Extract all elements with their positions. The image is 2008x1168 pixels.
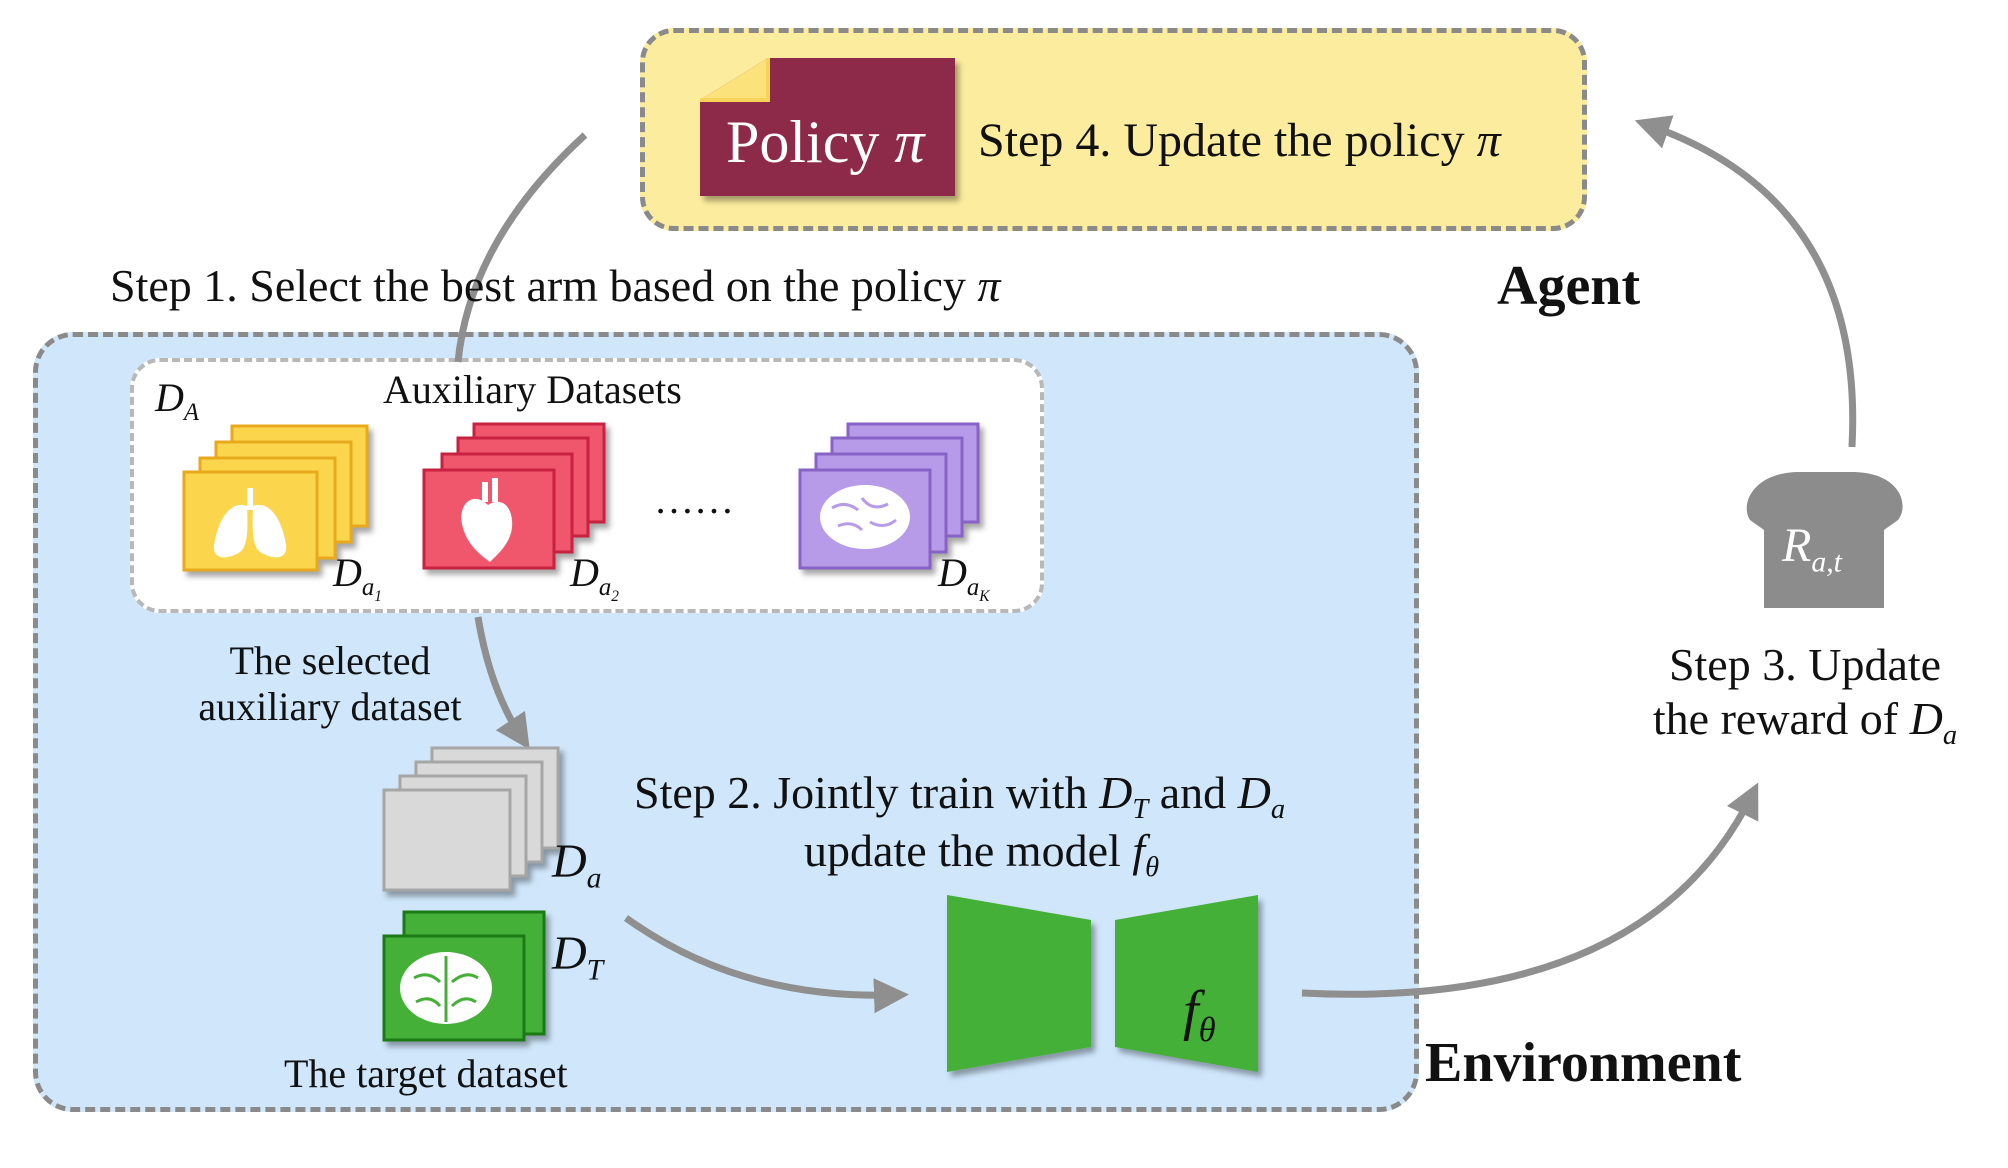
step2-line2: update the model fθ [804, 828, 1159, 883]
heart-dataset-stack [422, 422, 606, 570]
selected-d-symbol: D [552, 835, 587, 888]
dataset-a2-index: 2 [611, 587, 619, 605]
step3-label: Step 3. Update the reward of Da [1620, 638, 1990, 763]
policy-label-text: Policy [726, 109, 880, 175]
step2-dt-sub: T [1132, 794, 1149, 826]
dataset-a1-symbol: D [333, 550, 362, 595]
dataset-aK-symbol: D [938, 550, 967, 595]
dataset-all-sub: A [183, 399, 200, 426]
step2-dt-symbol: D [1099, 767, 1133, 818]
lungs-icon [213, 488, 287, 558]
dataset-a1-label: Da1 [333, 550, 382, 605]
model-decoder [1115, 895, 1258, 1072]
arrow-to-reward [1301, 782, 1759, 998]
arrow-to-model [623, 915, 909, 1014]
dataset-ellipsis: …… [654, 477, 734, 522]
selected-d-sub: a [586, 861, 602, 895]
step3-da-symbol: D [1909, 693, 1943, 744]
dataset-a1-index: 1 [374, 587, 382, 605]
step3-line2-wrap: the reward of Da [1620, 692, 1990, 763]
step3-line2: the reward of [1652, 693, 1899, 744]
step2-line2-text: update the model [804, 825, 1121, 876]
target-d-symbol: D [552, 927, 587, 980]
reward-sub: a,t [1811, 545, 1842, 579]
step2-da: Da [1237, 767, 1286, 824]
dataset-a2-sub: a [598, 574, 612, 601]
environment-label: Environment [1425, 1032, 1742, 1094]
dataset-a1-sub: a [361, 574, 375, 601]
reward-label: Ra,t [1782, 522, 1842, 577]
dataset-all-symbol: D [155, 375, 184, 420]
target-d-sub: T [586, 953, 604, 987]
step2-model: fθ [1132, 825, 1159, 882]
arrow-to-selected [474, 616, 530, 750]
step2-line1: Step 2. Jointly train with DT and Da [634, 770, 1285, 825]
step2-text: Step 2. Jointly train with [634, 767, 1088, 818]
dataset-all-label: DA [155, 378, 199, 426]
step2-and: and [1159, 767, 1227, 818]
dataset-aK-index: K [979, 587, 990, 605]
step3-da-sub: a [1942, 720, 1958, 752]
step1-pi-symbol: π [977, 260, 1001, 311]
policy-document-icon [700, 58, 955, 196]
step2-da-sub: a [1270, 794, 1286, 826]
step1-text: Step 1. Select the best arm based on the… [110, 260, 966, 311]
selected-caption-line1: The selected [229, 638, 431, 683]
dataset-aK-label: DaK [938, 550, 990, 605]
step3-line1: Step 3. Update [1668, 639, 1942, 690]
step2-model-sub: θ [1145, 852, 1160, 884]
selected-dataset-label: Da [552, 838, 602, 893]
auxiliary-datasets-title: Auxiliary Datasets [383, 367, 682, 412]
step4-pi-symbol: π [1476, 114, 1501, 167]
model-symbol: f [1183, 980, 1199, 1042]
selected-dataset-stack [382, 746, 560, 892]
heart-icon [461, 478, 513, 562]
policy-pi-symbol: π [894, 109, 925, 175]
step1-label: Step 1. Select the best arm based on the… [110, 263, 1000, 309]
step4-label: Step 4. Update the policy π [978, 117, 1501, 165]
dataset-a2-label: Da2 [570, 550, 619, 605]
step3-da: Da [1909, 693, 1958, 751]
dataset-a2-symbol: D [570, 550, 599, 595]
arrow-to-policy [1634, 115, 1857, 448]
selected-dataset-caption: The selected auxiliary dataset [170, 638, 490, 730]
step2-model-symbol: f [1132, 825, 1146, 876]
step4-text: Step 4. Update the policy [978, 114, 1465, 167]
reward-bread-icon [1746, 472, 1903, 608]
model-label: fθ [1183, 983, 1216, 1048]
brain-icon [400, 952, 492, 1024]
model-sub: θ [1198, 1010, 1216, 1050]
target-dataset-label: DT [552, 930, 603, 985]
arrow-step1 [454, 132, 588, 363]
reward-symbol: R [1782, 519, 1812, 572]
step2-da-symbol: D [1237, 767, 1271, 818]
policy-label: Policy π [726, 112, 924, 172]
step2-dt: DT [1099, 767, 1148, 824]
dataset-aK-sub: a [966, 574, 980, 601]
model-encoder [947, 895, 1091, 1072]
brain-icon [820, 485, 910, 549]
agent-label: Agent [1497, 255, 1641, 317]
selected-caption-line2: auxiliary dataset [198, 684, 462, 729]
target-dataset-caption: The target dataset [284, 1051, 568, 1096]
